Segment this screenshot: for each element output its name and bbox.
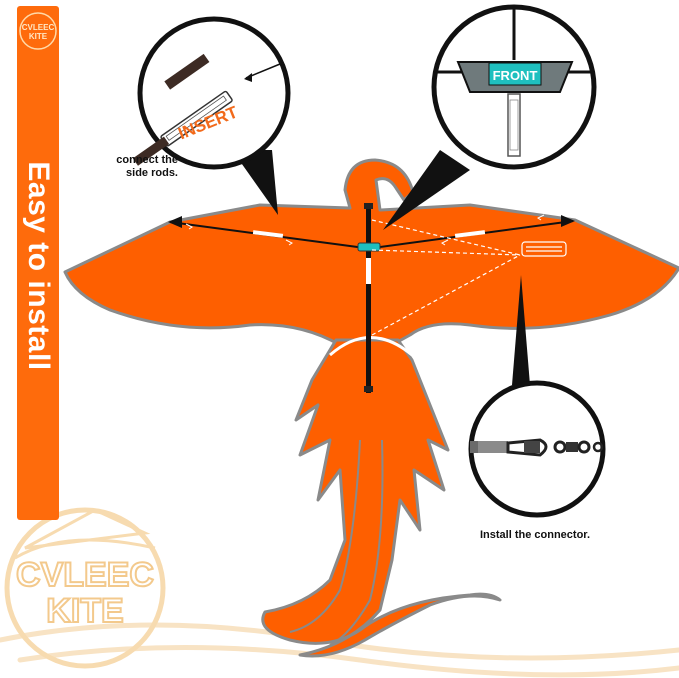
callout-insert: INSERT [132, 16, 291, 215]
logo-watermark-line2: KITE [46, 592, 123, 630]
phoenix-kite [63, 158, 679, 658]
kite-wings [63, 158, 679, 354]
side-rods-caption: connect the side rods. [92, 154, 178, 180]
side-rods-caption-line2: side rods. [126, 167, 178, 179]
callout-connector [468, 275, 606, 518]
front-label: FRONT [493, 68, 538, 83]
callout-front: FRONT [383, 4, 597, 230]
logo-badge-line2: KITE [29, 32, 48, 41]
side-rods-caption-line1: connect the [116, 154, 178, 166]
logo-badge-line1: CVLEEC [22, 23, 55, 32]
easy-install-banner: CVLEEC KITE Easy to install [17, 6, 59, 520]
banner-text: Easy to install [22, 161, 55, 371]
logo-badge-icon: CVLEEC KITE [19, 12, 57, 50]
logo-watermark-line1: CVLEEC [16, 556, 154, 594]
logo-watermark: CVLEEC KITE [4, 507, 166, 669]
connector-caption: Install the connector. [480, 529, 591, 541]
